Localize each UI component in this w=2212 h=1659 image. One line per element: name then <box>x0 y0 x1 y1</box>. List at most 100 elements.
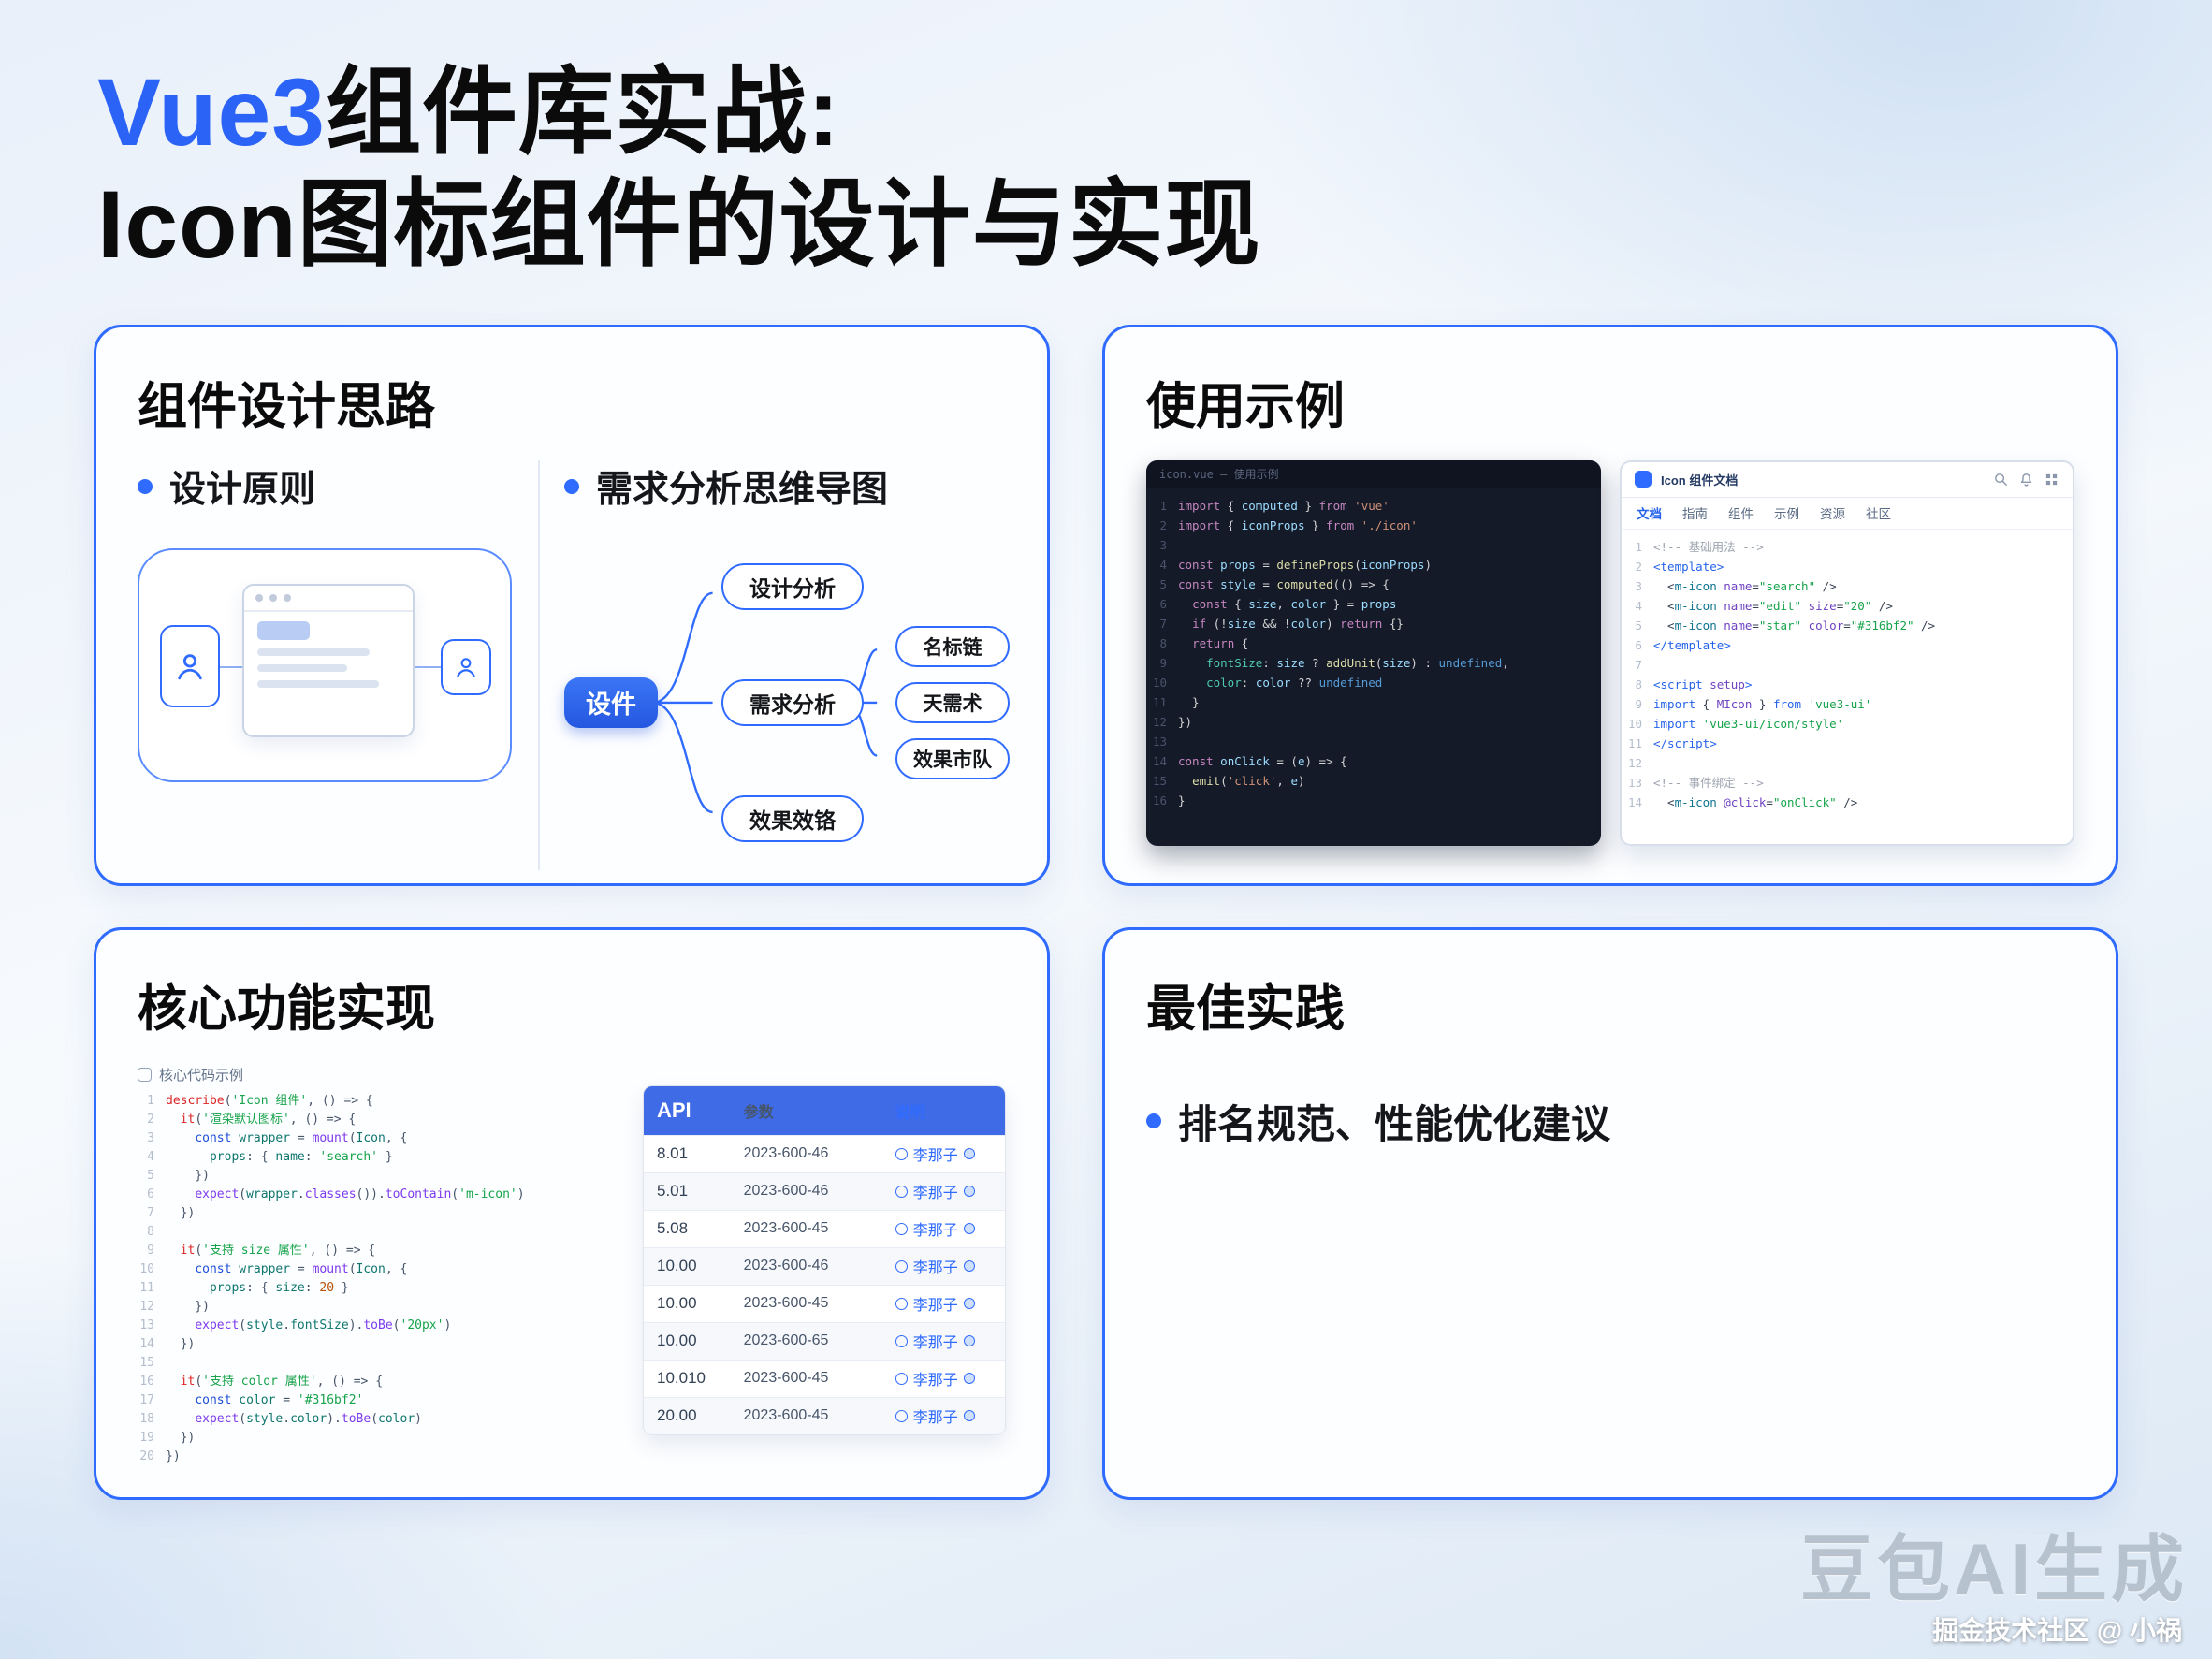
line-number: 5 <box>147 1168 154 1183</box>
card-component-design: 组件设计思路 设计原则 <box>94 324 1050 886</box>
desc-cell[interactable]: 李那子 <box>882 1255 1005 1277</box>
line-number: 4 <box>147 1149 154 1164</box>
code-line: 1<!-- 基础用法 --> <box>1622 537 2073 557</box>
api-table: API 参数 说明 8.01 2023-600-46 李那子 5.01 2023… <box>643 1084 1006 1435</box>
line-number: 9 <box>1635 696 1642 711</box>
code-text: <!-- 事件绑定 --> <box>1653 775 1764 790</box>
code-line: 14 <m-icon @click="onClick" /> <box>1622 793 2073 812</box>
line-number: 8 <box>1635 677 1642 691</box>
tab-item[interactable]: 社区 <box>1866 507 1891 522</box>
code-line: 13<!-- 事件绑定 --> <box>1622 773 2073 793</box>
line-number: 4 <box>1159 557 1167 572</box>
connector-line <box>415 665 444 669</box>
bell-icon[interactable] <box>2018 472 2034 488</box>
search-icon[interactable] <box>1993 472 2009 488</box>
code-line: 8<script setup> <box>1622 675 2073 694</box>
param-cell: 2023-600-46 <box>743 1183 829 1200</box>
code-block-light: 1<!-- 基础用法 -->2<template>3 <m-icon name=… <box>1622 530 2073 820</box>
clock-icon <box>895 1147 908 1160</box>
code-text: const props = defineProps(iconProps) <box>1178 557 1432 572</box>
tab-item[interactable]: 资源 <box>1820 507 1845 522</box>
grid-icon[interactable] <box>2044 472 2059 488</box>
code-text: it('支持 size 属性', () => { <box>180 1243 376 1258</box>
card-best-practices: 最佳实践 排名规范、性能优化建议 <box>1102 926 2118 1500</box>
desc-link: 李那子 <box>912 1223 958 1240</box>
mindmap-leaf-node: 效果市队 <box>895 737 1010 779</box>
code-text: it('渲染默认图标', () => { <box>180 1112 357 1127</box>
desc-link: 李那子 <box>912 1298 958 1315</box>
code-text: } <box>1178 793 1186 808</box>
code-line: 13 <box>1146 732 1601 751</box>
logo-icon <box>1635 471 1652 488</box>
desc-cell[interactable]: 李那子 <box>882 1217 1005 1240</box>
code-text: }) <box>166 1336 196 1351</box>
user-icon <box>178 653 202 679</box>
desc-cell[interactable]: 李那子 <box>882 1367 1005 1390</box>
desc-link: 李那子 <box>912 1186 958 1202</box>
tab-item[interactable]: 组件 <box>1728 507 1754 522</box>
desc-cell[interactable]: 李那子 <box>882 1180 1005 1202</box>
page-title: Vue3组件库实战: Icon图标组件的设计与实现 <box>97 56 2212 282</box>
code-text: }) <box>166 1430 196 1445</box>
title-black: 组件库实战: <box>326 59 840 166</box>
user-badge-icon <box>963 1373 975 1385</box>
code-text: emit('click', e) <box>1192 773 1305 788</box>
code-text: fontSize: size ? addUnit(size) : undefin… <box>1206 655 1509 670</box>
line-number: 6 <box>1159 596 1167 611</box>
window-dot-icon <box>269 593 277 602</box>
code-line: 3 const wrapper = mount(Icon, { <box>138 1129 618 1148</box>
param-cell: 2023-600-45 <box>743 1370 829 1387</box>
code-text: import { iconProps } from './icon' <box>1178 517 1418 532</box>
code-text: const wrapper = mount(Icon, { <box>195 1130 408 1145</box>
clock-icon <box>895 1334 908 1347</box>
line-number: 8 <box>147 1224 154 1239</box>
desc-cell[interactable]: 李那子 <box>882 1330 1005 1352</box>
user-badge-icon <box>963 1148 975 1160</box>
code-text: }) <box>166 1448 181 1463</box>
code-text: expect(style.fontSize).toBe('20px') <box>195 1317 452 1332</box>
design-principles-column: 设计原则 <box>138 459 540 870</box>
code-text: }) <box>166 1299 210 1314</box>
code-line: 12 }) <box>138 1298 618 1317</box>
window-dot-icon <box>284 593 291 602</box>
bullet-dot <box>564 478 579 494</box>
line-number: 1 <box>1635 539 1642 554</box>
code-label-text: 核心代码示例 <box>159 1067 244 1084</box>
card-title-core: 核心功能实现 <box>138 981 435 1037</box>
table-row: 10.010 2023-600-45 李那子 <box>644 1359 1005 1397</box>
clock-icon <box>895 1259 908 1273</box>
line-number: 14 <box>1152 753 1167 768</box>
bullet-best-practices: 排名规范、性能优化建议 <box>1146 1093 2074 1150</box>
light-docs-editor: Icon 组件文档 文档 指南 组件 示例 资源 社区 1<!-- <box>1620 459 2074 846</box>
mindmap-leaf-node: 天需术 <box>895 681 1010 723</box>
tab-item[interactable]: 示例 <box>1774 507 1799 522</box>
desc-link: 李那子 <box>912 1410 958 1427</box>
table-row: 8.01 2023-600-46 李那子 <box>644 1134 1005 1172</box>
desc-cell[interactable]: 李那子 <box>882 1292 1005 1315</box>
code-line: 5 }) <box>138 1167 618 1186</box>
desc-cell[interactable]: 李那子 <box>882 1142 1005 1165</box>
code-text: }) <box>1178 714 1193 729</box>
content-line <box>257 663 347 672</box>
desc-link: 李那子 <box>912 1260 958 1277</box>
tab-item[interactable]: 指南 <box>1682 507 1708 522</box>
clock-icon <box>895 1372 908 1385</box>
code-text: const color = '#316bf2' <box>195 1392 364 1407</box>
api-cell: 8.01 <box>657 1144 689 1163</box>
table-row: 10.00 2023-600-65 李那子 <box>644 1321 1005 1360</box>
table-row: 10.00 2023-600-46 李那子 <box>644 1246 1005 1285</box>
code-text: } <box>1178 694 1200 709</box>
line-number: 2 <box>147 1112 154 1127</box>
code-line: 2<template> <box>1622 557 2073 576</box>
line-number: 4 <box>1635 598 1642 613</box>
tab-item[interactable]: 文档 <box>1637 507 1662 522</box>
desc-cell[interactable]: 李那子 <box>882 1404 1005 1427</box>
code-text: return { <box>1192 635 1249 650</box>
code-text: describe('Icon 组件', () => { <box>166 1093 373 1108</box>
line-number: 13 <box>1152 734 1167 749</box>
